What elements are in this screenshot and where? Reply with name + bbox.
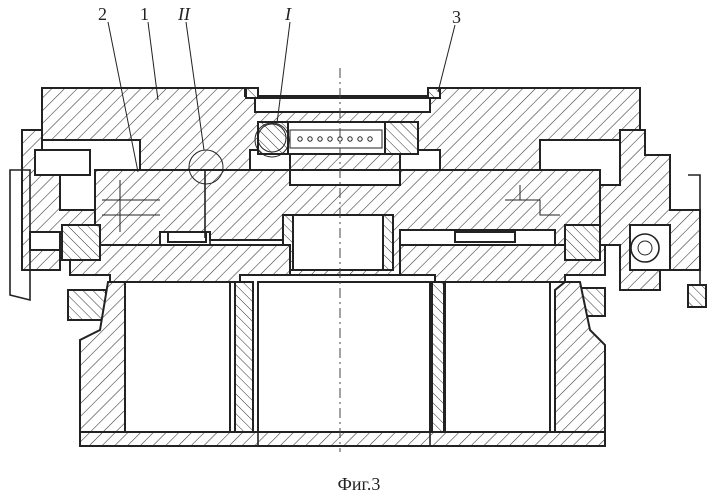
figure-caption: Фиг.3 bbox=[338, 474, 381, 494]
leader-lines bbox=[107, 21, 456, 173]
right-inner-details bbox=[454, 185, 560, 243]
label-part-3: 3 bbox=[452, 7, 461, 27]
label-part-2: 2 bbox=[98, 4, 107, 24]
label-part-1: 1 bbox=[140, 4, 149, 24]
spring-mechanism bbox=[257, 121, 419, 155]
detail-I-circle bbox=[254, 122, 290, 158]
lower-frame bbox=[69, 244, 606, 283]
detail-II-circle bbox=[188, 149, 224, 185]
label-detail-I: I bbox=[284, 4, 292, 24]
center-recess bbox=[245, 87, 441, 113]
base-housing bbox=[79, 281, 606, 447]
label-detail-II: II bbox=[177, 4, 191, 24]
left-flange-assembly bbox=[9, 129, 107, 321]
